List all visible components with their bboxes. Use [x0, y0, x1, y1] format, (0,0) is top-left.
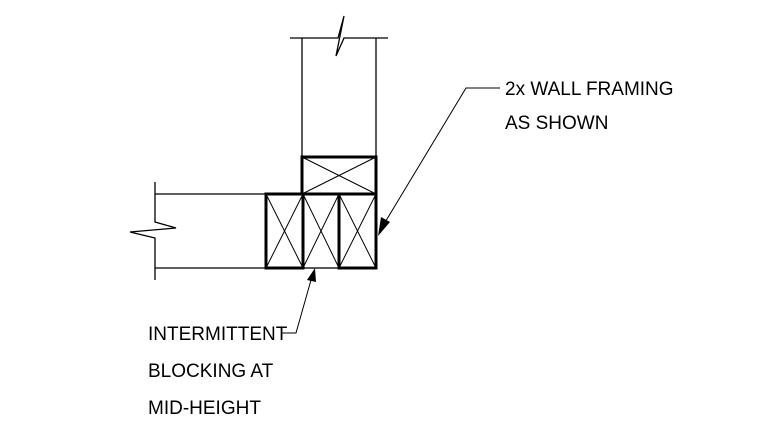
horizontal-wall	[129, 182, 266, 280]
blocking-member	[302, 193, 340, 269]
framing-label-line-1: 2x WALL FRAMING	[505, 79, 674, 100]
framing-leader-arrowhead	[378, 217, 390, 236]
vertical-wall-break-line	[290, 15, 388, 57]
blocking-label-line-3: MID-HEIGHT	[148, 398, 261, 419]
blocking-leader	[282, 268, 316, 334]
left-stud	[264, 192, 305, 270]
framing-leader	[378, 87, 500, 236]
blocking-label-line-1: INTERMITTENT	[148, 324, 288, 345]
top-stud	[300, 155, 378, 196]
horizontal-wall-break-line	[129, 182, 177, 280]
blocking-leader-arrowhead	[307, 268, 316, 282]
blocking-label-line-2: BLOCKING AT	[148, 361, 274, 382]
vertical-wall	[290, 15, 388, 157]
framing-label-line-2: AS SHOWN	[505, 113, 608, 134]
right-stud	[337, 192, 378, 270]
